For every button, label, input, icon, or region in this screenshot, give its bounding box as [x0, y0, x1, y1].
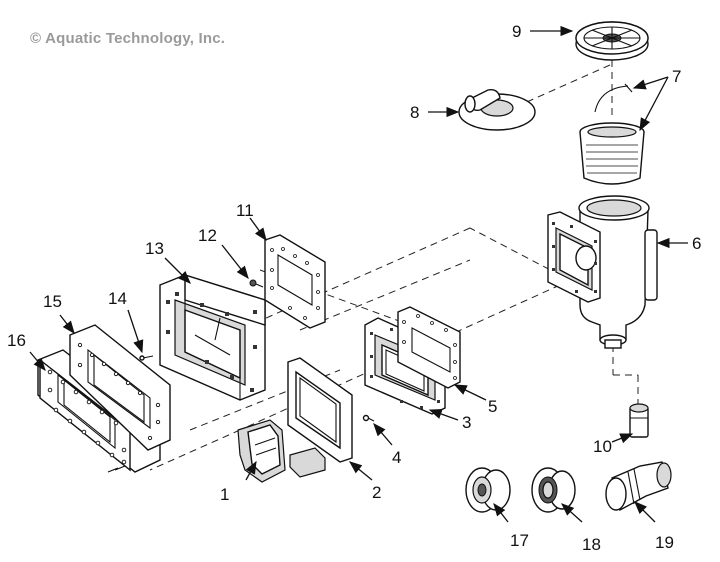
part-5-gasket — [397, 306, 461, 389]
label-4: 4 — [392, 448, 401, 467]
part-14-screw — [139, 355, 154, 361]
label-12: 12 — [198, 226, 217, 245]
label-18: 18 — [582, 535, 601, 554]
part-16-face-frame — [37, 349, 161, 473]
part-6-skimmer-body — [547, 195, 658, 349]
copyright-text: © Aquatic Technology, Inc. — [30, 30, 226, 47]
part-15-gasket — [69, 324, 171, 451]
label-3: 3 — [462, 413, 471, 432]
label-10: 10 — [593, 437, 612, 456]
part-17-return-fitting — [465, 467, 511, 513]
part-4-screw — [362, 414, 375, 422]
part-11-gasket — [264, 234, 326, 329]
part-9-lid — [575, 21, 649, 61]
label-8: 8 — [410, 103, 419, 122]
label-2: 2 — [372, 483, 381, 502]
part-18-eyeball-fitting — [531, 467, 576, 513]
label-14: 14 — [108, 289, 127, 308]
part-7-basket — [579, 83, 645, 185]
label-16: 16 — [7, 331, 26, 350]
label-13: 13 — [145, 239, 164, 258]
label-11: 11 — [236, 201, 254, 220]
label-9: 9 — [512, 22, 521, 41]
label-1: 1 — [220, 485, 229, 504]
label-5: 5 — [488, 397, 497, 416]
callout-labels: 1 2 3 4 5 6 7 8 9 10 11 12 13 14 15 16 — [7, 22, 701, 554]
bolt-holes — [47, 369, 127, 465]
label-15: 15 — [43, 292, 62, 311]
label-7: 7 — [672, 67, 681, 86]
label-6: 6 — [692, 234, 701, 253]
part-10-fitting — [629, 403, 649, 438]
part-8-vacuum-plate — [458, 88, 536, 131]
part-13-extension-collar — [159, 274, 266, 401]
part-19-adapter-fitting — [605, 461, 672, 512]
label-19: 19 — [655, 533, 674, 552]
label-17: 17 — [510, 531, 529, 550]
part-12-screw — [249, 279, 264, 288]
part-2-face-plate — [287, 357, 353, 463]
